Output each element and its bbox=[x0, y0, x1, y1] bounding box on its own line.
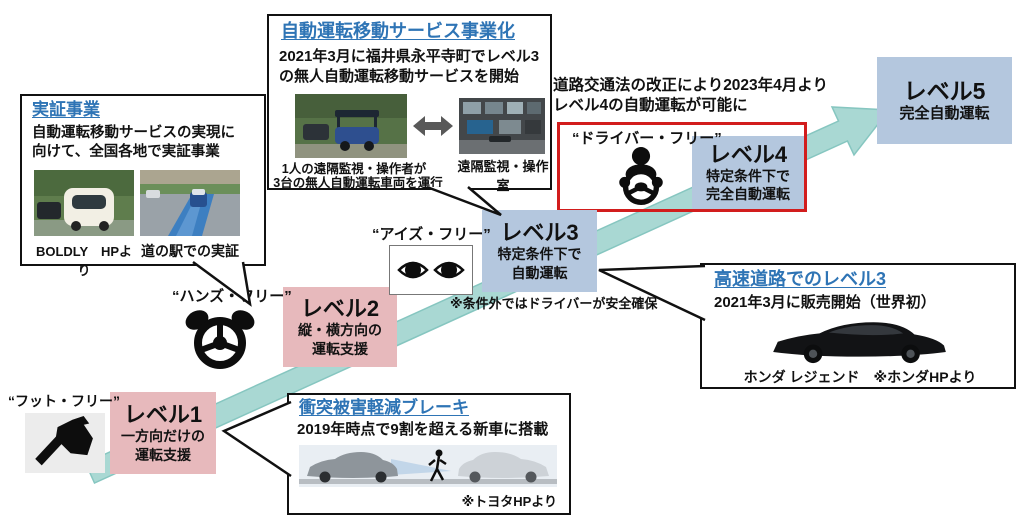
photo-honda-legend bbox=[757, 313, 962, 365]
level3-free-label: “アイズ・フリー” bbox=[372, 226, 491, 243]
level1-box: レベル1 一方向だけの 運転支援 bbox=[110, 392, 216, 474]
level2-box: レベル2 縦・横方向の 運転支援 bbox=[283, 287, 397, 367]
demo-title: 実証事業 bbox=[32, 100, 100, 119]
brake-caption: ※トヨタHPより bbox=[461, 494, 557, 509]
level2-desc-line1: 縦・横方向の bbox=[298, 322, 382, 339]
level1-free-label: “フット・フリー” bbox=[8, 393, 120, 409]
level5-name: レベル5 bbox=[903, 77, 986, 104]
photo-control-room bbox=[459, 98, 545, 154]
level4-desc-line1: 特定条件下で bbox=[706, 167, 790, 184]
service-caption-left-line2: 3台の無人自動運転車両を運行 bbox=[273, 176, 443, 190]
level3-box: レベル3 特定条件下で 自動運転 bbox=[482, 210, 597, 292]
level5-box: レベル5 完全自動運転 bbox=[877, 57, 1012, 144]
level1-desc-line2: 運転支援 bbox=[135, 446, 191, 463]
foot-pedal-icon bbox=[25, 413, 105, 473]
callout-service: 自動運転移動サービス事業化 2021年3月に福井県永平寺町でレベル3 の無人自動… bbox=[267, 14, 552, 193]
demo-body-line2: 向けて、全国各地で実証事業 bbox=[32, 144, 220, 160]
double-arrow-icon bbox=[411, 112, 455, 140]
level1-name: レベル1 bbox=[123, 402, 203, 428]
callout-brake: 衝突被害軽減ブレーキ 2019年時点で9割を超える新車に搭載 ※トヨタHPより bbox=[287, 393, 571, 515]
service-caption-right: 遠隔監視・操作室 bbox=[457, 159, 549, 193]
demo-body-line1: 自動運転移動サービスの実現に bbox=[32, 125, 235, 141]
level2-desc-line2: 運転支援 bbox=[312, 340, 368, 357]
level3-desc-line1: 特定条件下で bbox=[497, 246, 582, 263]
callout-demonstration: 実証事業 自動運転移動サービスの実現に 向けて、全国各地で実証事業 bbox=[20, 94, 266, 278]
law-note-line1: 道路交通法の改正により2023年4月より bbox=[553, 77, 828, 94]
level3-name: レベル3 bbox=[500, 220, 579, 246]
brake-callout-tail bbox=[221, 400, 292, 478]
service-body-line2: の無人自動運転移動サービスを開始 bbox=[279, 68, 520, 85]
demo-caption-right: 道の駅での実証 bbox=[141, 243, 239, 259]
photo-eiheiji-cart bbox=[295, 94, 407, 158]
level3-desc-line2: 自動運転 bbox=[511, 264, 568, 281]
law-note: 道路交通法の改正により2023年4月より レベル4の自動運転が可能に bbox=[553, 76, 828, 116]
callout-highway: 高速道路でのレベル3 2021年3月に販売開始（世界初） ホンダ レジェンド ※… bbox=[700, 263, 1016, 389]
brake-title: 衝突被害軽減ブレーキ bbox=[299, 398, 469, 417]
level5-desc: 完全自動運転 bbox=[899, 104, 990, 122]
service-title: 自動運転移動サービス事業化 bbox=[281, 21, 515, 41]
law-note-line2: レベル4の自動運転が可能に bbox=[553, 97, 748, 115]
photo-boldly-bus bbox=[34, 170, 134, 236]
highway-caption: ホンダ レジェンド ※ホンダHPより bbox=[743, 369, 977, 385]
driver-steering-icon bbox=[612, 144, 670, 208]
level3-note: ※条件外ではドライバーが安全確保 bbox=[450, 296, 658, 311]
highway-body: 2021年3月に販売開始（世界初） bbox=[714, 294, 936, 311]
steering-wheel-hands-icon bbox=[183, 303, 257, 373]
brake-body: 2019年時点で9割を超える新車に搭載 bbox=[297, 421, 549, 438]
highway-title: 高速道路でのレベル3 bbox=[714, 269, 887, 289]
eyes-icon bbox=[389, 245, 473, 295]
photo-brake-scene bbox=[299, 445, 557, 487]
level1-desc-line1: 一方向だけの bbox=[121, 428, 205, 445]
service-body-line1: 2021年3月に福井県永平寺町でレベル3 bbox=[279, 48, 540, 65]
photo-roadside-station bbox=[140, 170, 240, 236]
level2-name: レベル2 bbox=[300, 296, 380, 322]
demo-caption-left: BOLDLY HPより bbox=[35, 244, 133, 278]
level4-desc-line2: 完全自動運転 bbox=[706, 186, 790, 203]
